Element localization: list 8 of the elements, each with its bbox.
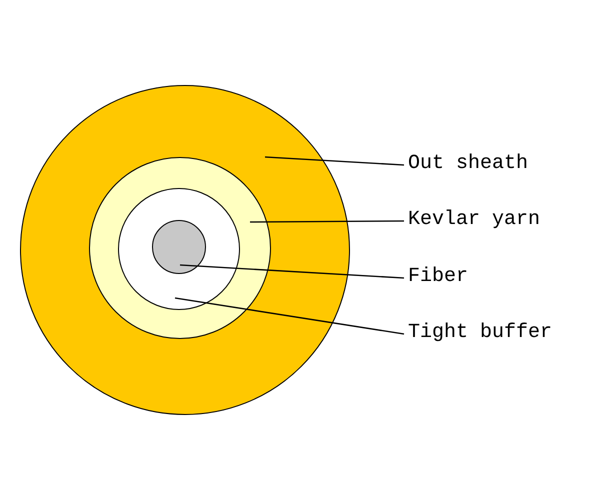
part-label: Out sheath (408, 152, 528, 176)
part-label: Fiber (408, 265, 468, 289)
leader-line (250, 220, 404, 223)
part-label: Tight buffer (408, 321, 552, 345)
leader-line (180, 264, 404, 279)
part-label: Kevlar yarn (408, 208, 540, 232)
leader-line (174, 297, 404, 335)
leader-line (264, 156, 404, 166)
